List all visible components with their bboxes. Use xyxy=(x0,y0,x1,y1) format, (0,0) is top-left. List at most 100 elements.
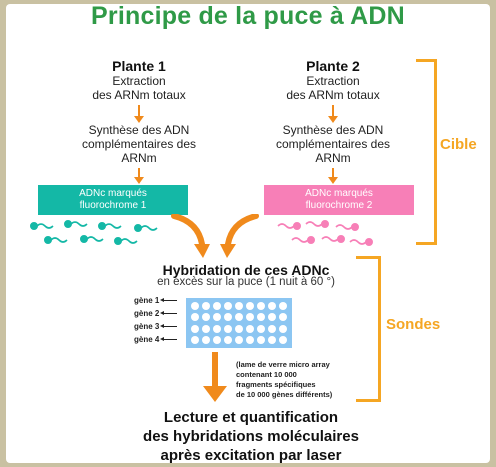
diagram-title: Principe de la puce à ADN xyxy=(91,4,405,30)
merge-arrows xyxy=(171,214,259,247)
final-line-1: Lecture et quantification xyxy=(163,409,339,426)
microarray-note: (lame de verre micro array contenant 10 … xyxy=(236,360,366,400)
teal-molecule-icon xyxy=(63,220,88,229)
teal-molecule-icon xyxy=(43,235,68,244)
microarray-spot xyxy=(279,324,288,333)
microarray-spot xyxy=(223,301,232,310)
plant1-extraction-line-2: des ARNm totaux xyxy=(92,88,186,102)
gene-name: gène 4 xyxy=(134,335,160,344)
microarray-spot xyxy=(257,313,266,322)
plant2-synthesis: Synthèse des ADN complémentaires des ARN… xyxy=(238,123,428,165)
gene-label-4: gène 4 xyxy=(134,335,178,344)
microarray-spot xyxy=(246,313,255,322)
microarray-spot xyxy=(223,324,232,333)
microarray-spot xyxy=(212,313,221,322)
teal-molecule-icon xyxy=(80,234,104,243)
plant2-arrow-1 xyxy=(328,105,338,123)
microarray-spot xyxy=(190,301,199,310)
teal-cdna-molecules xyxy=(29,220,158,245)
pink-molecule-icon xyxy=(321,234,345,243)
microarray-spot xyxy=(279,301,288,310)
final-line-3: après excitation par laser xyxy=(160,447,342,463)
note-line-2: contenant 10 000 xyxy=(236,370,297,379)
right-curved-arrow-icon xyxy=(225,214,259,247)
sondes-bracket xyxy=(356,256,381,402)
plant2-box-line-1: ADNc marqués xyxy=(305,188,373,199)
pink-molecule-icon xyxy=(277,222,301,231)
plant1-synthesis-line-2: complémentaires des xyxy=(81,137,197,151)
gene-name: gène 2 xyxy=(134,309,160,318)
note-line-3: fragments spécifiques xyxy=(236,380,316,389)
diagram-frame: Principe de la puce à ADN Plante 1 Extra… xyxy=(6,4,490,463)
pink-molecule-icon xyxy=(305,220,329,229)
gene-name: gène 1 xyxy=(134,296,160,305)
microarray-spot xyxy=(279,336,288,345)
microarray-spot xyxy=(234,313,243,322)
microarray-spot xyxy=(212,336,221,345)
plant1-synthesis: Synthèse des ADN complémentaires des ARN… xyxy=(44,123,234,165)
plant1-labeled-cdna-box: ADNc marqués fluorochrome 1 xyxy=(38,185,188,215)
microarray-spot xyxy=(246,336,255,345)
final-line-2: des hybridations moléculaires xyxy=(143,428,359,445)
plant2-box-line-2: fluorochrome 2 xyxy=(305,200,373,211)
plant1-title: Plante 1 xyxy=(112,58,166,74)
plant2-title: Plante 2 xyxy=(306,58,360,74)
plant2-extraction: Extraction des ARNm totaux xyxy=(238,74,428,102)
microarray-spot xyxy=(234,336,243,345)
microarray-spot xyxy=(223,313,232,322)
arrow-left-icon xyxy=(160,337,178,341)
plant2-arrow-2 xyxy=(328,168,338,184)
microarray-spot xyxy=(279,313,288,322)
sondes-label: Sondes xyxy=(386,316,441,333)
gene-label-3: gène 3 xyxy=(134,322,178,331)
plant1-extraction: Extraction des ARNm totaux xyxy=(44,74,234,102)
right-arrowhead-icon xyxy=(220,244,236,258)
pink-cdna-molecules xyxy=(277,220,373,246)
cible-label: Cible xyxy=(440,136,477,153)
plant1-extraction-line-1: Extraction xyxy=(112,74,166,88)
microarray-spot xyxy=(201,336,210,345)
microarray-spot xyxy=(246,301,255,310)
note-line-1: (lame de verre micro array xyxy=(236,360,330,369)
arrow-left-icon xyxy=(160,311,178,315)
arrow-left-icon xyxy=(160,324,178,328)
microarray-spot xyxy=(223,336,232,345)
microarray-spot xyxy=(190,336,199,345)
plant1-synthesis-line-3: ARNm xyxy=(121,151,157,165)
gene-name: gène 3 xyxy=(134,322,160,331)
plant2-synthesis-line-1: Synthèse des ADN xyxy=(282,123,384,137)
plant2-synthesis-line-3: ARNm xyxy=(315,151,351,165)
gene-label-1: gène 1 xyxy=(134,296,178,305)
note-line-4: de 10 000 gènes différents) xyxy=(236,390,333,399)
microarray-spot xyxy=(234,301,243,310)
gene-label-2: gène 2 xyxy=(134,309,178,318)
reading-arrow-icon xyxy=(203,352,227,402)
microarray-spot xyxy=(257,301,266,310)
pink-molecule-icon xyxy=(291,235,315,244)
teal-molecule-icon xyxy=(114,236,138,245)
microarray-spot xyxy=(268,324,277,333)
plant1-arrow-1 xyxy=(134,105,144,123)
plant1-synthesis-line-1: Synthèse des ADN xyxy=(88,123,190,137)
microarray-spot xyxy=(268,313,277,322)
pink-molecule-icon xyxy=(349,237,373,246)
arrow-left-icon xyxy=(160,298,178,302)
microarray-spot xyxy=(201,301,210,310)
plant2-extraction-line-2: des ARNm totaux xyxy=(286,88,380,102)
plant2-extraction-line-1: Extraction xyxy=(306,74,360,88)
microarray-spot xyxy=(190,313,199,322)
teal-molecule-icon xyxy=(134,224,158,233)
microarray-spot xyxy=(246,324,255,333)
microarray-spot xyxy=(257,324,266,333)
plant1-box-line-1: ADNc marqués xyxy=(79,188,147,199)
microarray-spot xyxy=(257,336,266,345)
cdna-molecules-and-arrows xyxy=(29,214,373,258)
microarray-spot xyxy=(234,324,243,333)
microarray-spot xyxy=(268,336,277,345)
cible-bracket xyxy=(416,59,437,245)
hybridation-subtitle: en excès sur la puce (1 nuit à 60 °) xyxy=(157,276,335,288)
plant1-box-line-2: fluorochrome 1 xyxy=(79,200,147,211)
teal-molecule-icon xyxy=(29,222,54,231)
plant2-labeled-cdna-box: ADNc marqués fluorochrome 2 xyxy=(264,185,414,215)
pink-molecule-icon xyxy=(335,223,359,232)
